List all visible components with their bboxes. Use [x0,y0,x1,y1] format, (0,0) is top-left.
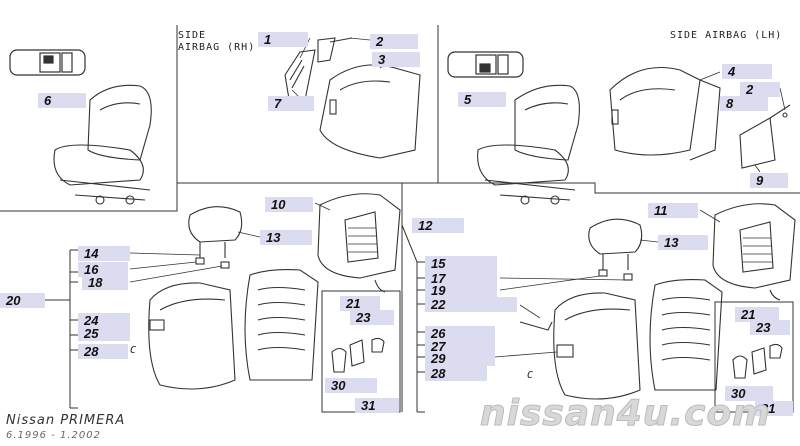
mark-c-right: C [527,370,535,381]
callout-2[interactable]: 2 [370,34,418,49]
inset-box-left [321,290,401,413]
inset-parts-left [331,337,385,373]
callout-29[interactable]: 29 [425,351,495,366]
callout-13-rh[interactable]: 13 [658,235,708,250]
seatback-cover-right [519,292,641,400]
callout-1[interactable]: 1 [258,32,308,47]
leader-lines [129,37,786,358]
bracket-left [69,249,78,409]
inset-box-right [714,301,794,413]
callout-14[interactable]: 14 [78,246,130,261]
callout-21[interactable]: 21 [340,296,380,311]
callout-24[interactable]: 24 [78,313,130,328]
seatback-frame-right [649,279,723,391]
callout-20[interactable]: 20 [0,293,45,308]
car-icon-right [447,51,524,78]
callout-17[interactable]: 17 [425,271,497,286]
seatback-cover-left [148,282,236,390]
callout-10[interactable]: 10 [265,197,313,212]
seatback-pad-left [317,193,401,293]
airbag-module-rh [284,37,353,106]
seat-assembly-left [53,84,152,205]
callout-23[interactable]: 23 [350,310,394,325]
date-range: 6.1996 - 1.2002 [6,430,101,441]
callout-7[interactable]: 7 [268,96,314,111]
callout-28[interactable]: 28 [78,344,128,359]
callout-11[interactable]: 11 [648,203,698,218]
seat-assembly-right [477,84,580,205]
callout-13[interactable]: 13 [260,230,312,245]
airbag-module-lh [739,104,791,169]
bracket-right [416,261,425,413]
callout-21-rh[interactable]: 21 [735,307,779,322]
callout-26[interactable]: 26 [425,326,495,341]
caption-side-airbag-rh-2: AIRBAG (RH) [178,42,256,53]
caption-side-airbag-rh-1: SIDE [178,30,207,41]
section-frame-top-left [0,25,178,212]
callout-31[interactable]: 31 [355,398,399,413]
callout-23-rh[interactable]: 23 [750,320,790,335]
car-icon-left [9,49,86,76]
callout-4[interactable]: 4 [722,64,772,79]
watermark: nissan4u.com [480,393,771,435]
headrest-right [588,218,643,281]
callout-25[interactable]: 25 [78,326,130,341]
callout-5[interactable]: 5 [458,92,506,107]
callout-27[interactable]: 27 [425,339,495,354]
callout-30[interactable]: 30 [325,378,377,393]
seatback-frame-left [244,269,319,381]
caption-side-airbag-lh: SIDE AIRBAG (LH) [670,30,783,41]
callout-16[interactable]: 16 [78,262,128,277]
callout-19[interactable]: 19 [425,283,497,298]
inset-parts-right [732,343,783,379]
seatback-trim-lh [609,66,721,161]
seatback-trim-rh [319,64,421,159]
model-title: Nissan PRIMERA [6,413,126,428]
callout-6[interactable]: 6 [38,93,86,108]
callout-12[interactable]: 12 [412,218,464,233]
callout-3[interactable]: 3 [372,52,420,67]
callout-31-rh[interactable]: 31 [755,401,793,416]
callout-22[interactable]: 22 [425,297,517,312]
callout-2-lh[interactable]: 2 [740,82,780,97]
mark-c-left: C [130,345,138,356]
callout-30-rh[interactable]: 30 [725,386,773,401]
callout-9[interactable]: 9 [750,173,788,188]
callout-8[interactable]: 8 [720,96,768,111]
callout-15[interactable]: 15 [425,256,497,271]
section-frame-top-right [438,182,800,194]
seatback-pad-right [712,203,796,301]
headrest-left [188,206,243,269]
callout-28-rh[interactable]: 28 [425,366,487,381]
callout-18[interactable]: 18 [82,275,128,290]
